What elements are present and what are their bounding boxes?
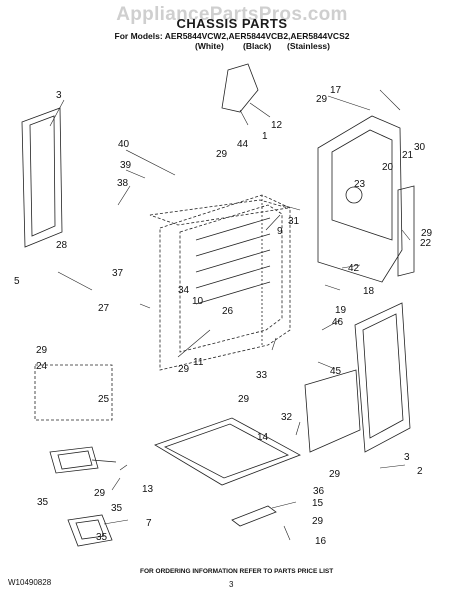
callout-29-b: 29 <box>216 149 228 160</box>
callout-34: 34 <box>178 285 190 296</box>
callout-24: 24 <box>36 361 48 372</box>
callout-37: 37 <box>112 268 124 279</box>
callout-29-d: 29 <box>36 345 48 356</box>
oven-door-frame-left <box>21 107 63 248</box>
callout-32: 32 <box>281 412 293 423</box>
bake-element <box>49 446 117 474</box>
callout-2: 2 <box>417 466 423 477</box>
finish-black: (Black) <box>243 41 272 51</box>
callout-3-right: 3 <box>404 452 410 463</box>
callout-3-left: 3 <box>56 90 62 101</box>
callout-35-c: 35 <box>96 532 108 543</box>
callout-29-e: 29 <box>178 364 190 375</box>
insulation-panel <box>304 369 361 453</box>
callout-23: 23 <box>354 179 366 190</box>
cooktop-plate <box>149 199 289 226</box>
leader-lines <box>49 89 411 541</box>
callout-29-f: 29 <box>238 394 250 405</box>
oven-door-glass-right <box>354 302 411 453</box>
callout-11: 11 <box>193 357 204 368</box>
callout-39: 39 <box>120 160 132 171</box>
callout-46: 46 <box>332 317 344 328</box>
callout-5: 5 <box>14 276 20 287</box>
finish-white: (White) <box>195 41 224 51</box>
callout-13: 13 <box>142 484 154 495</box>
side-panel <box>397 185 415 277</box>
callout-29-a: 29 <box>316 94 328 105</box>
callout-9: 9 <box>277 226 283 237</box>
callout-44: 44 <box>237 139 249 150</box>
callout-33: 33 <box>256 370 268 381</box>
callout-27: 27 <box>98 303 110 314</box>
chassis-cabinet <box>159 194 291 371</box>
callout-40: 40 <box>118 139 130 150</box>
callout-1: 1 <box>262 131 268 142</box>
page-number: 3 <box>229 580 234 589</box>
callout-35-a: 35 <box>37 497 49 508</box>
callout-29-g: 29 <box>329 469 341 480</box>
callout-38: 38 <box>117 178 129 189</box>
callout-10: 10 <box>192 296 204 307</box>
drawer-slide <box>231 505 277 527</box>
callout-42: 42 <box>348 263 360 274</box>
callout-45: 45 <box>330 366 342 377</box>
page-title: CHASSIS PARTS <box>176 16 288 31</box>
callout-22: 22 <box>420 238 432 249</box>
callout-15: 15 <box>312 498 324 509</box>
callout-12: 12 <box>271 120 283 131</box>
watermark: AppliancePartsPros.com <box>116 4 348 25</box>
callout-14: 14 <box>257 432 269 443</box>
callout-29-i: 29 <box>94 488 106 499</box>
broil-element <box>67 514 113 547</box>
document-id: W10490828 <box>8 578 52 587</box>
ordering-note: FOR ORDERING INFORMATION REFER TO PARTS … <box>140 568 334 575</box>
callout-20: 20 <box>382 162 394 173</box>
harness-box <box>34 364 113 421</box>
callout-26: 26 <box>222 306 234 317</box>
rear-panel <box>317 115 403 283</box>
callout-19: 19 <box>335 305 347 316</box>
callout-29-c: 29 <box>421 228 433 239</box>
callout-17: 17 <box>330 85 342 96</box>
finish-labels: (White) (Black) (Stainless) <box>0 41 464 53</box>
callout-28: 28 <box>56 240 68 251</box>
callout-18: 18 <box>363 286 375 297</box>
finish-stainless: (Stainless) <box>287 41 330 51</box>
callout-29-h: 29 <box>312 516 324 527</box>
hinge-bracket <box>221 63 259 113</box>
model-list: For Models: AER5844VCW2,AER5844VCB2,AER5… <box>114 31 350 41</box>
callout-16: 16 <box>315 536 327 547</box>
callout-31: 31 <box>288 216 300 227</box>
callout-21: 21 <box>402 150 414 161</box>
callout-7: 7 <box>146 518 152 529</box>
callout-35-b: 35 <box>111 503 123 514</box>
callout-36: 36 <box>313 486 325 497</box>
callout-30: 30 <box>414 142 426 153</box>
callout-25: 25 <box>98 394 110 405</box>
bottom-tray <box>154 417 301 486</box>
